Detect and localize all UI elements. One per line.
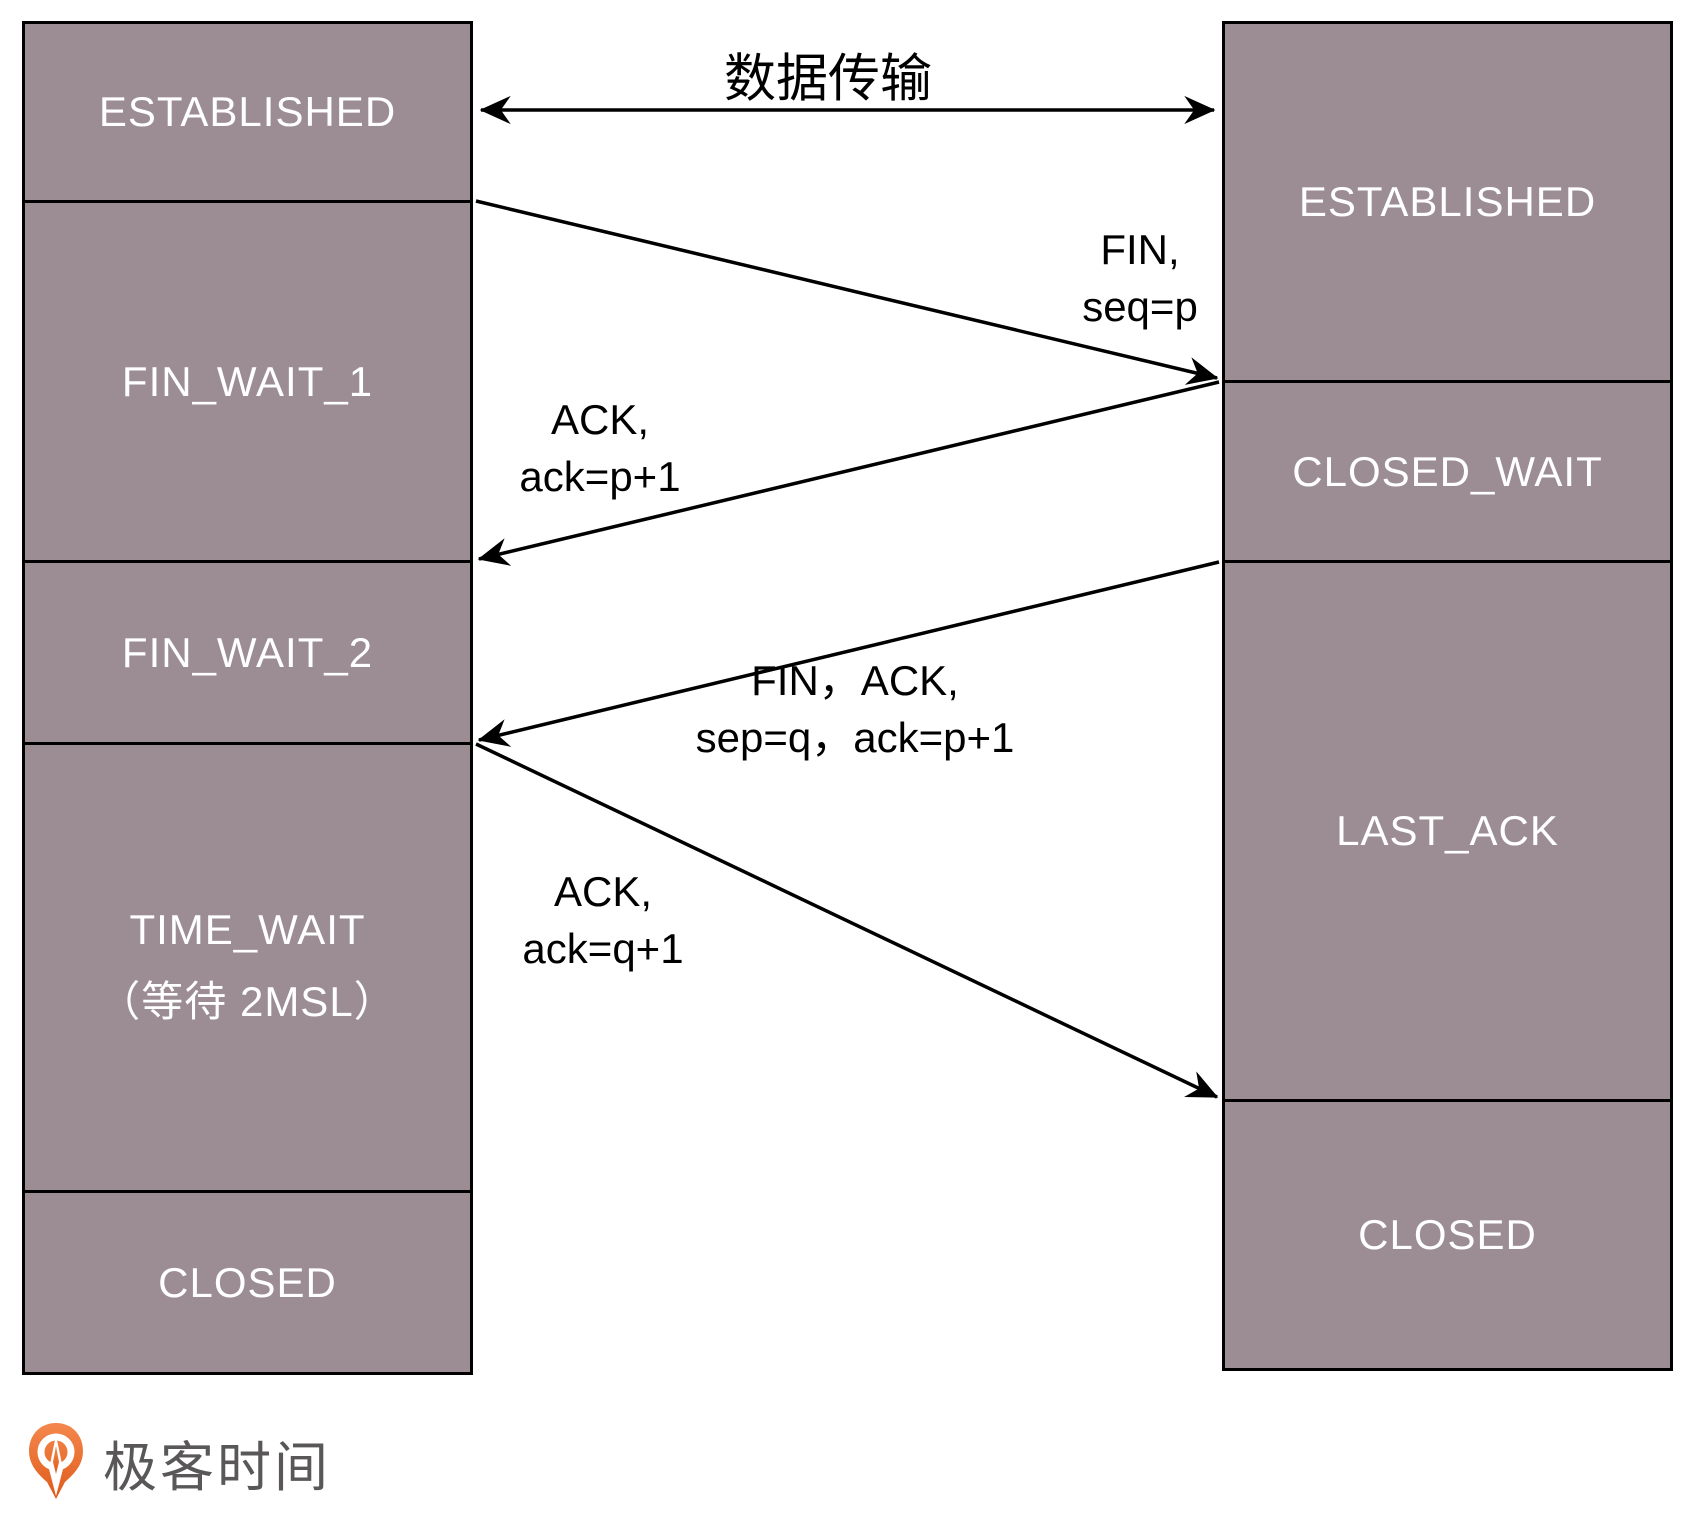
- ack-q1-message-label: ACK, ack=q+1: [522, 863, 683, 977]
- brand-text: 极客时间: [103, 1437, 331, 1498]
- fin-message-label: FIN, seq=p: [1082, 221, 1198, 335]
- ack-p1-message-line1: ACK,: [550, 396, 650, 443]
- state-label: CLOSED_WAIT: [1292, 447, 1603, 495]
- state-label: TIME_WAIT: [129, 906, 366, 953]
- fin-ack-message-label: FIN，ACK, sep=q，ack=p+1: [696, 652, 1015, 766]
- state-label: CLOSED: [1358, 1211, 1537, 1258]
- state-label: FIN_WAIT_1: [121, 358, 374, 405]
- server-state-closed-wait: CLOSED_WAIT: [1222, 380, 1673, 563]
- server-state-established: ESTABLISHED: [1222, 21, 1673, 383]
- fin-message-line1: FIN,: [1100, 226, 1180, 273]
- server-state-last-ack: LAST_ACK: [1222, 560, 1673, 1102]
- client-state-established: ESTABLISHED: [22, 21, 473, 203]
- state-label: LAST_ACK: [1336, 807, 1559, 854]
- state-label: FIN_WAIT_2: [121, 629, 374, 676]
- ack-p1-message-line2: ack=p+1: [519, 453, 681, 500]
- fin-ack-message-line1: FIN，ACK,: [751, 657, 959, 704]
- client-state-time-wait: TIME_WAIT （等待 2MSL）: [22, 742, 473, 1193]
- client-state-closed: CLOSED: [22, 1190, 473, 1375]
- fin-ack-message-line2: sep=q，ack=p+1: [695, 714, 1015, 761]
- server-column: ESTABLISHED CLOSED_WAIT LAST_ACK CLOSED: [1222, 21, 1673, 1371]
- state-label: ESTABLISHED: [98, 88, 397, 135]
- ack-q1-message-line1: ACK,: [553, 868, 653, 915]
- ack-q1-message-line2: ack=q+1: [522, 925, 684, 972]
- client-state-fin-wait-1: FIN_WAIT_1: [22, 200, 473, 564]
- fin-message-line2: seq=p: [1082, 283, 1198, 330]
- client-state-fin-wait-2: FIN_WAIT_2: [22, 560, 473, 746]
- server-state-closed: CLOSED: [1222, 1099, 1673, 1371]
- brand-logo: 极客时间: [25, 1422, 331, 1502]
- state-sublabel: （等待 2MSL）: [98, 978, 397, 1025]
- ack-p1-message-label: ACK, ack=p+1: [519, 391, 680, 505]
- state-label: CLOSED: [158, 1258, 337, 1306]
- state-label: ESTABLISHED: [1298, 178, 1597, 225]
- client-column: ESTABLISHED FIN_WAIT_1 FIN_WAIT_2 TIME_W…: [22, 21, 473, 1375]
- geektime-pin-icon: [29, 1423, 83, 1499]
- data-transfer-label: 数据传输: [723, 50, 933, 109]
